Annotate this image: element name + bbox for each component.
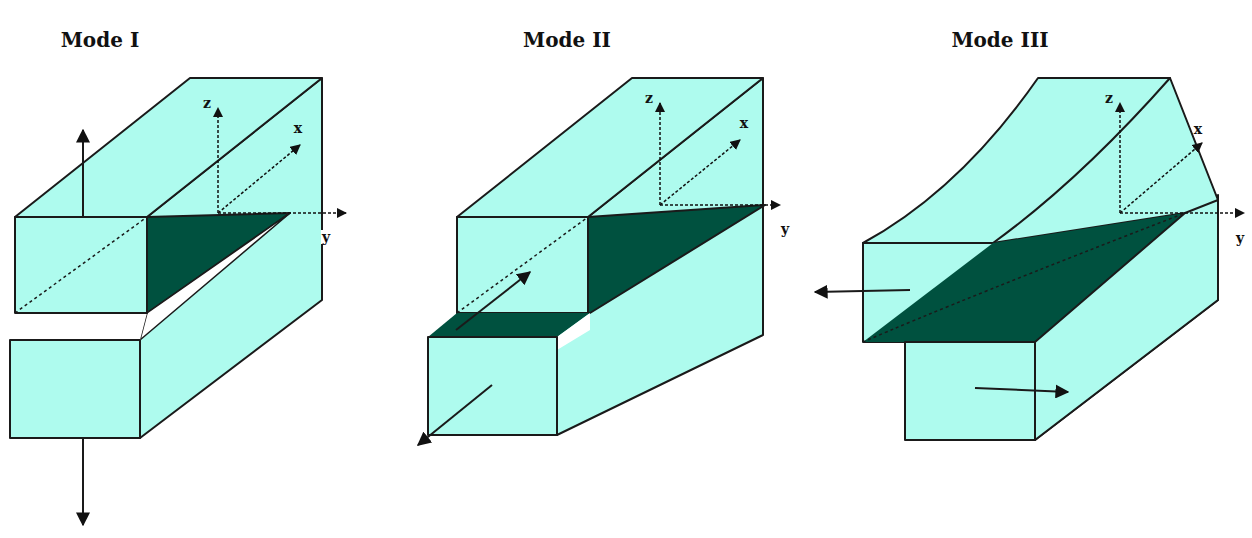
axis-label: z xyxy=(1104,91,1114,105)
mode-title: Mode II xyxy=(523,30,611,50)
axis-label: x xyxy=(293,121,303,135)
axis-label: y xyxy=(1235,231,1245,245)
mode-title: Mode III xyxy=(951,30,1048,50)
axis-label: z xyxy=(644,91,654,105)
axis-label: z xyxy=(202,96,212,110)
mode-title: Mode I xyxy=(61,30,140,50)
axis-label: y xyxy=(321,230,331,244)
axis-label: x xyxy=(1193,122,1203,136)
axis-label: x xyxy=(739,116,749,130)
axis-label: y xyxy=(780,222,790,236)
